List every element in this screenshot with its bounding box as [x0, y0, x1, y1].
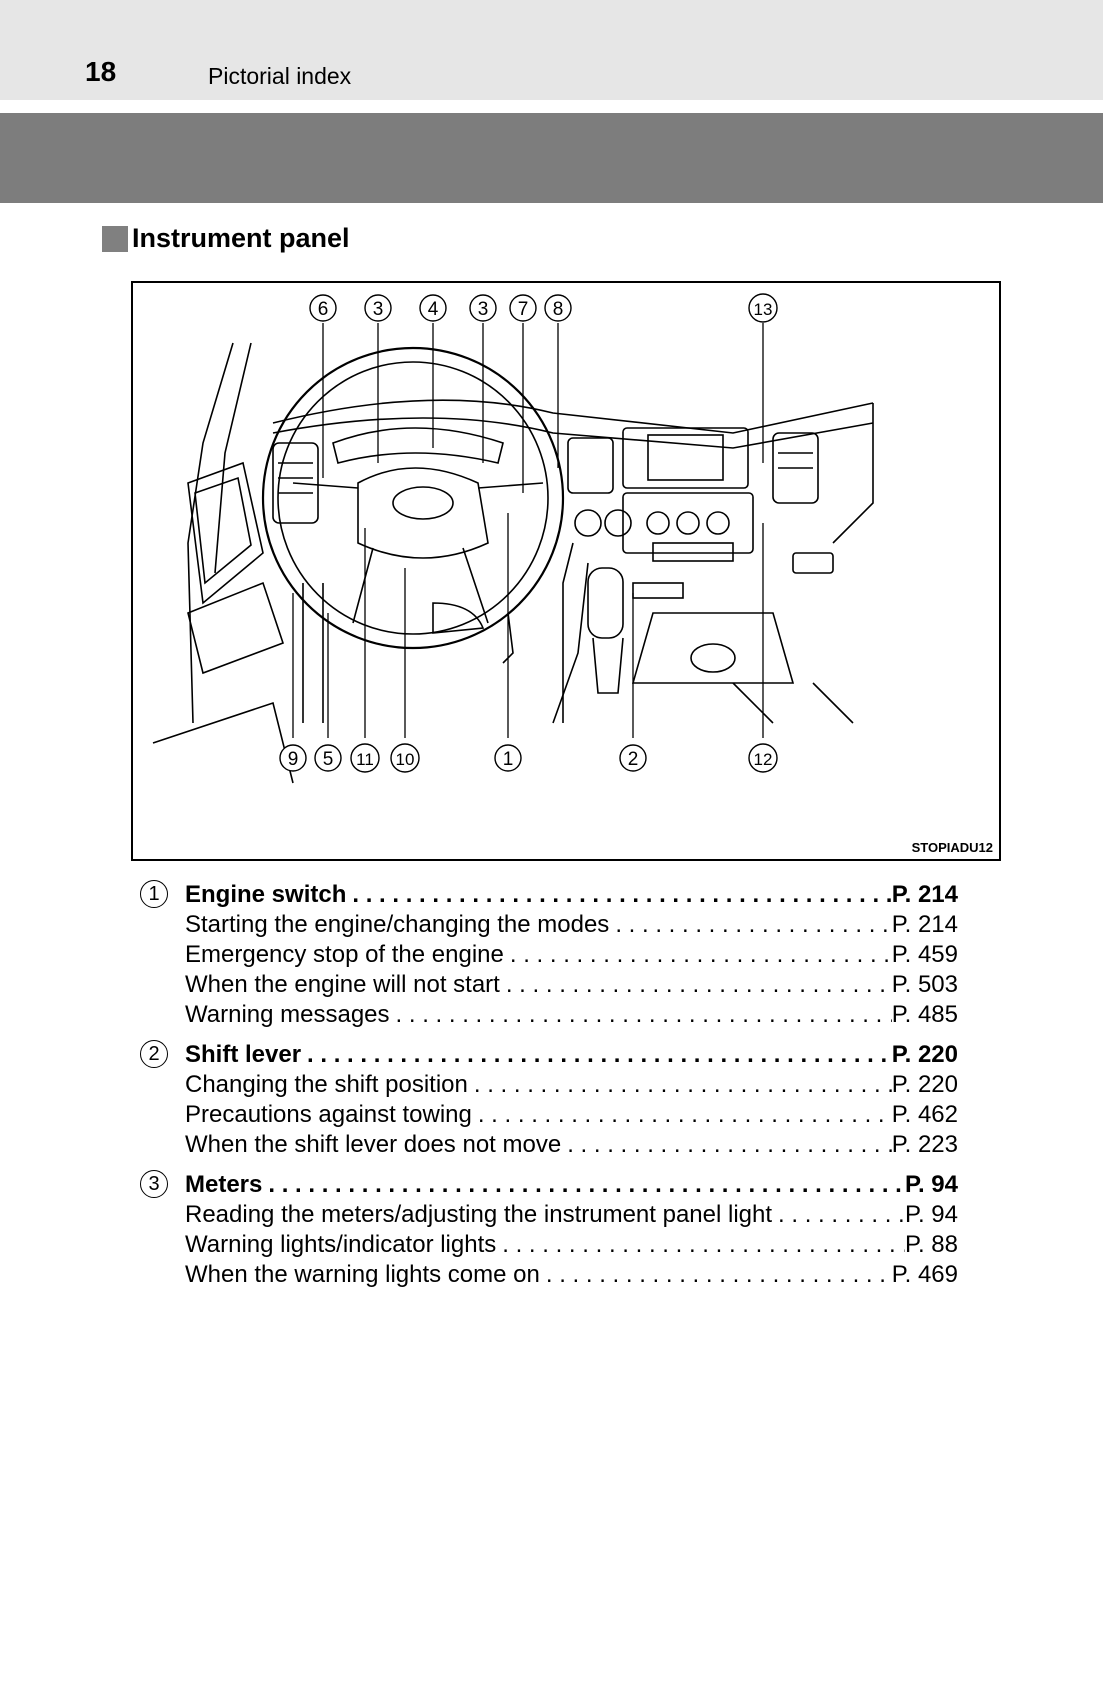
callout-number: 8: [553, 299, 564, 320]
index-list: 1 Engine switch P. 214 Starting the engi…: [138, 880, 958, 1300]
callout-number: 13: [754, 300, 773, 319]
header-bar: [0, 0, 1103, 100]
callout-top: 8: [544, 294, 572, 322]
entry-number-icon: 1: [140, 880, 168, 908]
dot-leader: [346, 880, 891, 910]
page-reference[interactable]: P. 469: [891, 1261, 958, 1288]
subitem-row[interactable]: Warning messages P. 485: [138, 1000, 958, 1030]
entry-title: Meters: [185, 1171, 263, 1198]
index-entry: 2 Shift lever P. 220 Changing the shift …: [138, 1040, 958, 1160]
index-entry: 3 Meters P. 94 Reading the meters/adjust…: [138, 1170, 958, 1290]
callout-number: 9: [288, 749, 299, 770]
callout-bottom: 11: [350, 743, 380, 773]
subitem-label: Starting the engine/changing the modes: [185, 911, 610, 938]
callout-top: 6: [309, 294, 337, 322]
entry-number-icon: 3: [140, 1170, 168, 1198]
subitem-row[interactable]: Precautions against towing P. 462: [138, 1100, 958, 1130]
subitem-label: Warning lights/indicator lights: [185, 1231, 497, 1258]
dot-leader: [390, 1000, 892, 1030]
dot-leader: [262, 1170, 905, 1200]
callout-top: 13: [748, 293, 778, 323]
entry-number-icon: 2: [140, 1040, 168, 1068]
callout-number: 3: [373, 299, 384, 320]
page-reference[interactable]: P. 485: [891, 1001, 958, 1028]
callout-number: 10: [396, 750, 415, 769]
callout-bottom: 2: [619, 744, 647, 772]
subitem-row[interactable]: When the warning lights come on P. 469: [138, 1260, 958, 1290]
entry-title: Shift lever: [185, 1041, 302, 1068]
page-reference[interactable]: P. 214: [891, 881, 958, 908]
subitem-label: When the warning lights come on: [185, 1261, 540, 1288]
page-reference[interactable]: P. 220: [891, 1071, 958, 1098]
page-reference[interactable]: P. 94: [905, 1201, 958, 1228]
entry-title-row[interactable]: Meters P. 94: [138, 1170, 958, 1200]
callout-top: 3: [469, 294, 497, 322]
section-banner: [0, 113, 1103, 203]
subitem-row[interactable]: Changing the shift position P. 220: [138, 1070, 958, 1100]
page-reference[interactable]: P. 503: [891, 971, 958, 998]
page-reference[interactable]: P. 88: [905, 1231, 958, 1258]
dot-leader: [772, 1200, 905, 1230]
subitem-label: Precautions against towing: [185, 1101, 472, 1128]
page-reference[interactable]: P. 220: [891, 1041, 958, 1068]
callout-bottom: 9: [279, 744, 307, 772]
callouts-top: 6 3 4 3 7 8 13: [309, 293, 778, 323]
page-reference[interactable]: P. 462: [891, 1101, 958, 1128]
callout-bottom: 5: [314, 744, 342, 772]
figure-code: STOPIADU12: [911, 840, 993, 855]
entry-title: Engine switch: [185, 881, 347, 908]
section-heading: Instrument panel: [102, 223, 350, 254]
callout-number: 7: [518, 299, 529, 320]
callout-number: 12: [754, 750, 773, 769]
dot-leader: [609, 910, 891, 940]
heading-square-icon: [102, 225, 128, 252]
entry-title-row[interactable]: Engine switch P. 214: [138, 880, 958, 910]
dot-leader: [540, 1260, 892, 1290]
subitem-label: Reading the meters/adjusting the instrum…: [185, 1201, 773, 1228]
dot-leader: [301, 1040, 892, 1070]
dot-leader: [504, 940, 892, 970]
callouts-bottom: 9 5 11 10 1 2 12: [279, 743, 778, 773]
dot-leader: [472, 1100, 892, 1130]
subitem-row[interactable]: Starting the engine/changing the modes P.…: [138, 910, 958, 940]
page-reference[interactable]: P. 459: [891, 941, 958, 968]
callout-number: 5: [323, 749, 334, 770]
dashboard-drawing: 6 3 4 3 7 8 13 9 5 11 10 1 2 12: [152, 293, 874, 784]
subitem-row[interactable]: When the engine will not start P. 503: [138, 970, 958, 1000]
callout-bottom: 12: [748, 743, 778, 773]
callout-top: 4: [419, 294, 447, 322]
callout-top: 3: [364, 294, 392, 322]
page-reference[interactable]: P. 214: [891, 911, 958, 938]
index-entry: 1 Engine switch P. 214 Starting the engi…: [138, 880, 958, 1030]
callout-number: 6: [318, 299, 329, 320]
page-number: 18: [85, 56, 117, 87]
page-reference[interactable]: P. 94: [905, 1171, 958, 1198]
callout-number: 11: [356, 750, 374, 769]
subitem-row[interactable]: Emergency stop of the engine P. 459: [138, 940, 958, 970]
callout-bottom: 1: [494, 744, 522, 772]
subitem-label: Warning messages: [185, 1001, 390, 1028]
subitem-label: When the engine will not start: [185, 971, 500, 998]
page-reference[interactable]: P. 223: [891, 1131, 958, 1158]
subitem-label: Emergency stop of the engine: [185, 941, 504, 968]
subitem-label: When the shift lever does not move: [185, 1131, 562, 1158]
page-title: Pictorial index: [208, 63, 352, 89]
callout-number: 4: [428, 299, 439, 320]
callout-number: 2: [628, 749, 639, 770]
section-heading-text: Instrument panel: [132, 223, 350, 253]
subitem-row[interactable]: Warning lights/indicator lights P. 88: [138, 1230, 958, 1260]
subitem-row[interactable]: When the shift lever does not move P. 223: [138, 1130, 958, 1160]
dot-leader: [500, 970, 892, 1000]
dot-leader: [496, 1230, 905, 1260]
subitem-row[interactable]: Reading the meters/adjusting the instrum…: [138, 1200, 958, 1230]
dot-leader: [561, 1130, 892, 1160]
callout-number: 1: [503, 749, 514, 770]
callout-top: 7: [509, 294, 537, 322]
instrument-panel-illustration: 6 3 4 3 7 8 13 9 5 11 10 1 2 12 STOPIADU…: [131, 281, 1001, 861]
subitem-label: Changing the shift position: [185, 1071, 468, 1098]
entry-title-row[interactable]: Shift lever P. 220: [138, 1040, 958, 1070]
callout-number: 3: [478, 299, 489, 320]
callout-bottom: 10: [390, 743, 420, 773]
dot-leader: [468, 1070, 892, 1100]
